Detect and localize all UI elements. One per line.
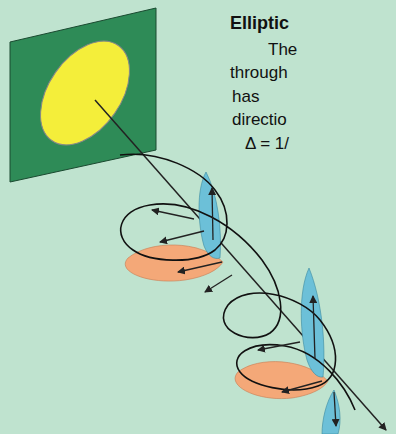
field-helix — [120, 154, 355, 410]
body-text: has — [232, 87, 259, 107]
body-text: through — [230, 63, 288, 83]
body-text: Δ = 1/ — [245, 134, 289, 154]
blue-lobe — [322, 390, 340, 434]
screen-plane — [10, 8, 156, 182]
body-text: directio — [232, 110, 287, 130]
polarization-ellipse — [22, 25, 148, 161]
field-vectors — [152, 188, 336, 426]
body-text: The — [268, 40, 297, 60]
slide-title: Elliptic — [230, 13, 289, 33]
propagation-axis — [95, 100, 386, 430]
blue-lobe — [301, 268, 324, 377]
